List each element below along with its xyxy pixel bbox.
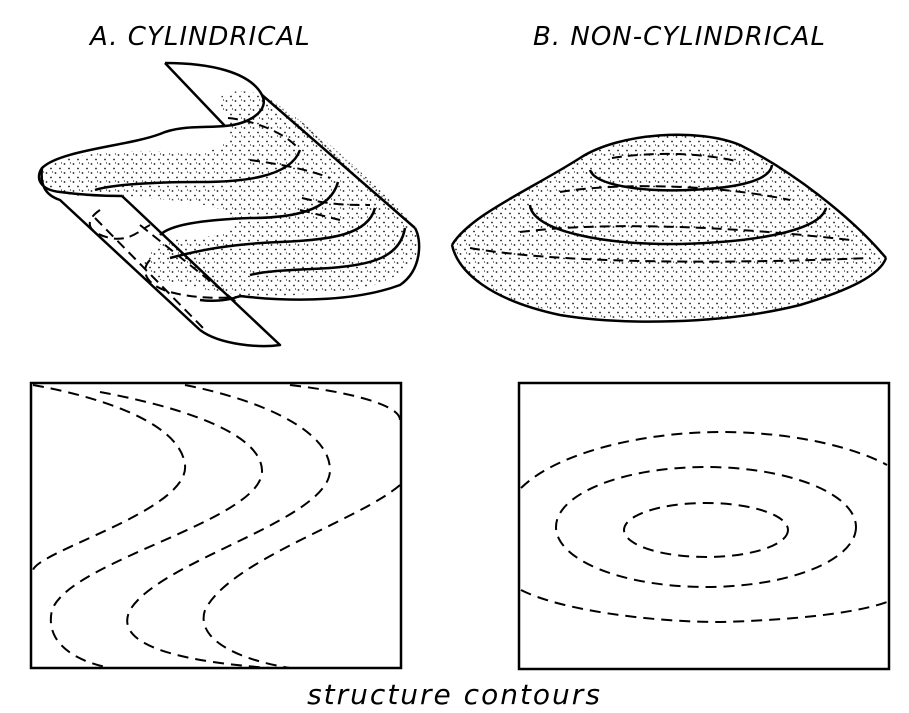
map-b-contour-outer <box>520 430 888 489</box>
panel-b-title: B. NON-CYLINDRICAL <box>533 22 826 52</box>
map-b-contour-middle <box>555 466 857 588</box>
map-b-contour-inner <box>623 502 789 558</box>
figure-caption: structure contours <box>307 678 602 711</box>
non-cylindrical-dome <box>450 133 888 323</box>
map-a-contour-4 <box>289 384 401 421</box>
map-a-structure-contours <box>29 381 403 670</box>
map-b-contour-lower <box>520 589 888 624</box>
map-a-contour-2 <box>49 391 264 669</box>
panel-a-title: A. CYLINDRICAL <box>90 22 311 52</box>
map-a-contour-1 <box>32 384 187 571</box>
dome-stippled-surface <box>452 134 886 322</box>
map-a-contour-5 <box>202 484 401 669</box>
map-b-frame <box>517 381 891 671</box>
cylindrical-fold-surface <box>37 61 421 348</box>
map-a-contour-3 <box>126 384 332 669</box>
map-a-frame <box>29 381 403 670</box>
map-b-structure-contours <box>517 381 891 671</box>
